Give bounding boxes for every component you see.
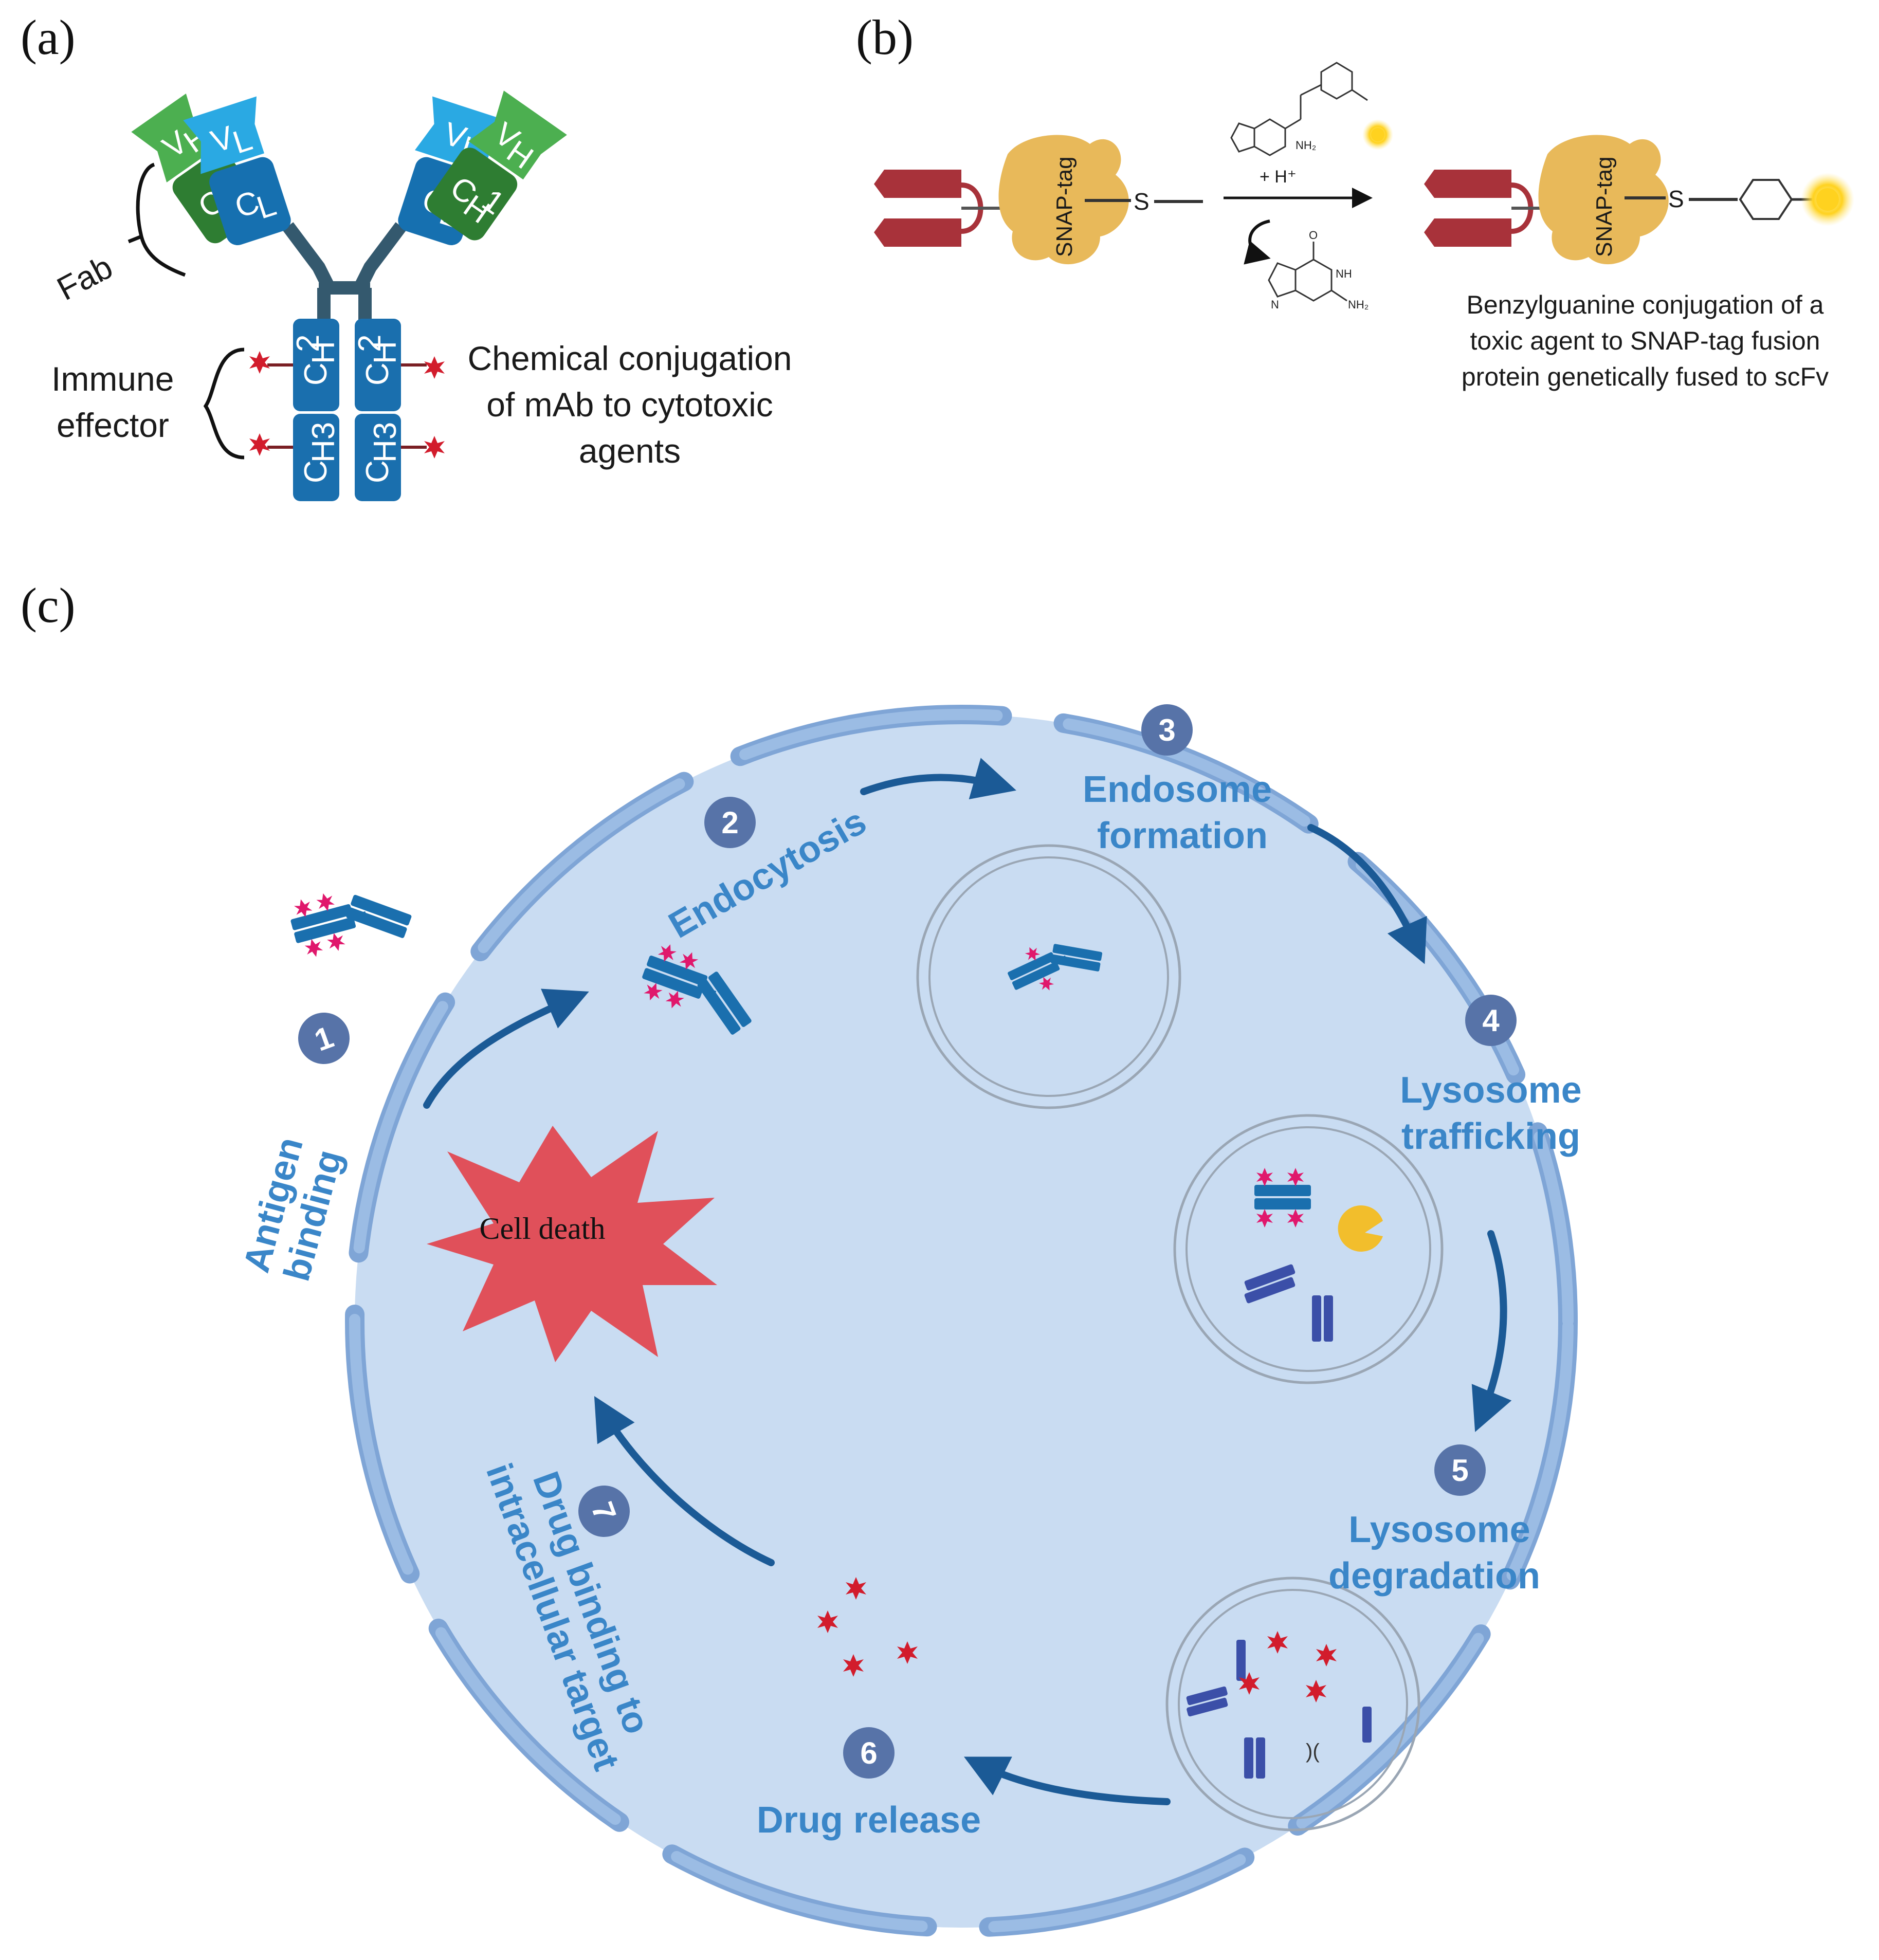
svg-text:)(: )( bbox=[1306, 1740, 1320, 1763]
panel-b-label: (b) bbox=[856, 10, 914, 65]
snap-caption-3: protein genetically fused to scFv bbox=[1462, 362, 1829, 391]
guanine-structure bbox=[1268, 242, 1347, 302]
endosome-outer bbox=[916, 844, 1181, 1109]
step-badge-7: 7 bbox=[578, 1486, 630, 1537]
release-arrow bbox=[1244, 219, 1271, 265]
arrow-3-4 bbox=[1307, 824, 1427, 964]
conj-text-1: Chemical conjugation bbox=[467, 339, 792, 377]
step-badge-5: 5 bbox=[1434, 1444, 1486, 1496]
ch1-right bbox=[427, 148, 518, 241]
arrow-4-5 bbox=[1471, 1230, 1512, 1432]
toxin-star bbox=[249, 351, 270, 374]
snap-caption-2: toxic agent to SNAP-tag fusion bbox=[1470, 326, 1820, 355]
step-badge-3: 3 bbox=[1141, 704, 1193, 756]
conj-text-3: agents bbox=[579, 432, 681, 470]
toxin-star bbox=[424, 436, 445, 459]
scfv-left bbox=[874, 170, 1008, 247]
sulfur-right: S bbox=[1668, 186, 1684, 212]
ch3-left bbox=[293, 414, 339, 501]
snap-tag-blob-left bbox=[998, 135, 1129, 265]
snap-tag-label-left: SNAP-tag bbox=[1052, 156, 1077, 257]
ch2-right bbox=[355, 319, 401, 411]
ch3-right bbox=[355, 414, 401, 501]
step-label-6: Drug release bbox=[757, 1800, 981, 1841]
ch2-left bbox=[293, 319, 339, 411]
svg-text:N: N bbox=[1271, 298, 1279, 311]
step-label-4b: trafficking bbox=[1401, 1116, 1580, 1157]
snap-tag-blob-right bbox=[1538, 135, 1669, 265]
step-label-4a: Lysosome bbox=[1400, 1070, 1581, 1111]
svg-text:C: C bbox=[298, 460, 334, 483]
hinge bbox=[282, 222, 407, 295]
svg-text:5: 5 bbox=[1451, 1453, 1468, 1488]
toxin-star bbox=[424, 356, 445, 379]
step-badge-6: 6 bbox=[843, 1727, 895, 1779]
conj-text-2: of mAb to cytotoxic bbox=[486, 386, 773, 424]
svg-text:H: H bbox=[368, 341, 403, 364]
svg-text:O: O bbox=[1309, 229, 1318, 242]
scfv-right bbox=[1424, 170, 1547, 247]
svg-text:4: 4 bbox=[1482, 1003, 1500, 1038]
benzyl-ring bbox=[1739, 179, 1793, 220]
arrow-6-7 bbox=[594, 1396, 775, 1566]
step-badge-4: 4 bbox=[1465, 995, 1517, 1046]
arrow-5-6 bbox=[963, 1756, 1171, 1805]
lysosome-outer bbox=[1173, 1114, 1444, 1384]
snap-tag-reaction: SNAP-tag S + H⁺ NH₂ O NH NH₂ bbox=[874, 62, 1854, 391]
proton-label: + H⁺ bbox=[1260, 167, 1297, 187]
arrow-1-2 bbox=[423, 988, 589, 1109]
panel-c-label: (c) bbox=[21, 578, 76, 633]
step-label-5a: Lysosome bbox=[1348, 1509, 1530, 1550]
svg-text:2: 2 bbox=[290, 335, 326, 352]
toxin-star bbox=[249, 433, 270, 456]
step-label-3b: formation bbox=[1097, 815, 1268, 856]
immune-label-2: effector bbox=[57, 406, 169, 444]
svg-text:H3: H3 bbox=[368, 422, 403, 463]
adc-antibody-outside bbox=[288, 881, 417, 966]
step-label-1: Antigen binding bbox=[236, 1133, 351, 1285]
svg-text:H3: H3 bbox=[306, 422, 341, 463]
step-badge-1: 1 bbox=[298, 1013, 350, 1064]
svg-text:H: H bbox=[306, 341, 341, 364]
svg-text:C: C bbox=[360, 362, 395, 386]
benzylguanine-structure bbox=[1230, 62, 1368, 156]
snap-tag-label-right: SNAP-tag bbox=[1592, 156, 1617, 257]
degradation-vesicle-outer bbox=[1165, 1577, 1420, 1831]
svg-text:NH₂: NH₂ bbox=[1348, 298, 1369, 311]
step-label-5b: degradation bbox=[1328, 1555, 1540, 1597]
adc-mechanism-cell: )( Cell death 1 bbox=[236, 704, 1582, 1937]
panel-a-label: (a) bbox=[21, 10, 76, 65]
svg-text:NH: NH bbox=[1336, 267, 1352, 280]
step-label-3a: Endosome bbox=[1083, 769, 1272, 810]
protease-pacman bbox=[1338, 1205, 1383, 1252]
svg-text:NH₂: NH₂ bbox=[1296, 139, 1316, 152]
svg-text:3: 3 bbox=[1158, 713, 1175, 747]
svg-text:6: 6 bbox=[860, 1736, 877, 1770]
antibody-diagram: V H C H 1 V L C L V L C L V H bbox=[51, 90, 792, 501]
adc-antibody-lysosome bbox=[1244, 1168, 1383, 1342]
sulfur-left: S bbox=[1134, 188, 1150, 215]
vh-left bbox=[131, 94, 213, 182]
cl-left bbox=[209, 157, 291, 246]
fab-label: Fab bbox=[51, 248, 118, 307]
fc-region: C H 2 C H 2 C H3 C H3 bbox=[290, 319, 403, 501]
svg-text:2: 2 bbox=[721, 805, 738, 840]
svg-text:C: C bbox=[298, 362, 334, 386]
cell-death-burst bbox=[427, 1126, 717, 1362]
svg-text:2: 2 bbox=[352, 335, 388, 352]
arrow-2-3 bbox=[860, 758, 1016, 800]
vh-right bbox=[468, 90, 567, 180]
step-badge-2: 2 bbox=[704, 797, 756, 848]
degraded-fragments: )( bbox=[1186, 1631, 1372, 1779]
immune-label-1: Immune bbox=[51, 360, 174, 398]
cell-death-label: Cell death bbox=[480, 1212, 606, 1245]
svg-text:C: C bbox=[360, 460, 395, 483]
vl-left bbox=[183, 96, 264, 174]
cell-body bbox=[355, 715, 1568, 1928]
snap-caption-1: Benzylguanine conjugation of a bbox=[1467, 290, 1824, 319]
